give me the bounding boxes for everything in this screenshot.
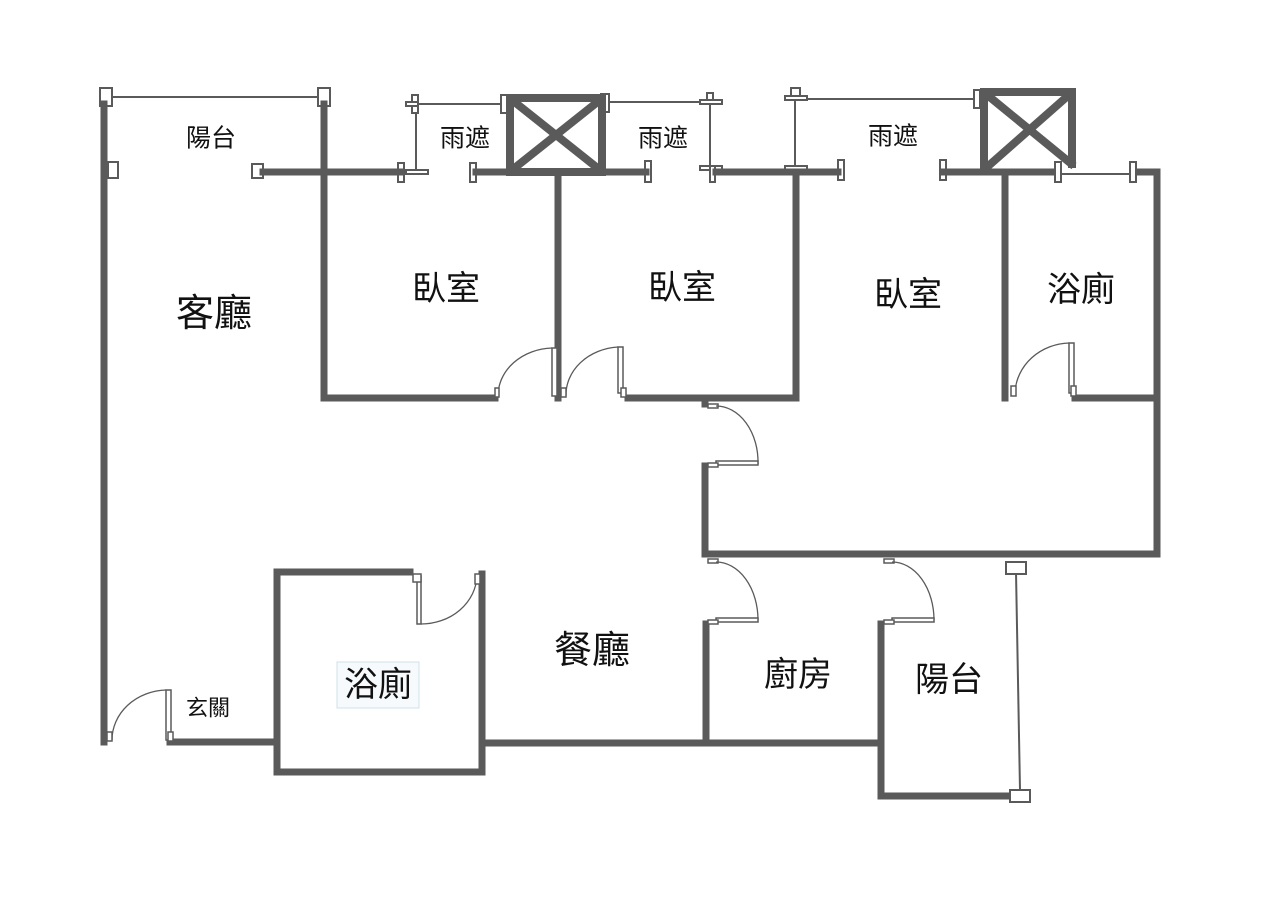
- door-balcony-bottom: [883, 558, 935, 625]
- label-bathroom-bottom: 浴廁: [344, 665, 412, 705]
- label-bathroom-top: 浴廁: [1047, 270, 1115, 310]
- label-bathroom-bottom-box: [336, 661, 420, 709]
- door-hallway: [707, 403, 759, 468]
- label-bedroom-2: 臥室: [648, 268, 716, 308]
- shaft-box-2: [980, 88, 1077, 172]
- door-bathroom-bottom: [412, 573, 481, 625]
- label-dining-room: 餐廳: [554, 628, 630, 672]
- shaft-box-1: [506, 94, 606, 176]
- door-entrance: [106, 689, 174, 742]
- label-entrance: 玄關: [186, 697, 230, 722]
- door-bedroom-2: [560, 346, 627, 398]
- label-kitchen: 廚房: [764, 655, 832, 695]
- label-bedroom-1: 臥室: [412, 269, 480, 309]
- door-kitchen: [707, 558, 759, 625]
- label-balcony-bottom: 陽台: [915, 660, 983, 700]
- door-bedroom-1: [494, 347, 558, 398]
- balcony-bottom-railing: [1005, 561, 1031, 803]
- label-awning-3: 雨遮: [868, 122, 918, 151]
- bathroom-window: [1054, 161, 1137, 183]
- label-living-room: 客廳: [176, 291, 252, 335]
- walls: [100, 100, 1161, 800]
- label-balcony-top: 陽台: [186, 124, 236, 153]
- label-awning-1: 雨遮: [440, 124, 490, 153]
- label-bedroom-3: 臥室: [874, 275, 942, 315]
- door-bathroom-top: [1010, 342, 1077, 397]
- label-awning-2: 雨遮: [638, 124, 688, 153]
